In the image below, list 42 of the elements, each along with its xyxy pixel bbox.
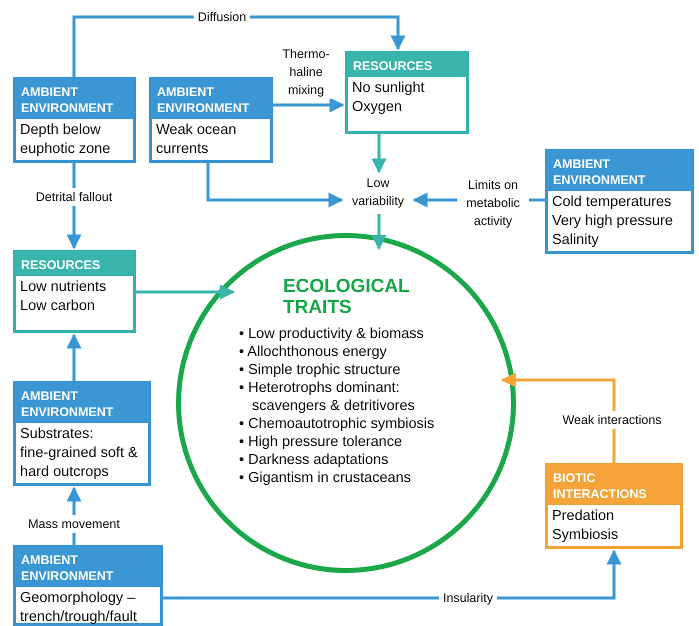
circle-title: ECOLOGICAL TRAITS <box>283 276 410 318</box>
bullet-item: • Gigantism in crustaceans <box>239 469 412 487</box>
card-heading: AMBIENT ENVIRONMENT <box>16 384 148 423</box>
card-heading: RESOURCES <box>348 54 466 77</box>
card-heading: AMBIENT ENVIRONMENT <box>152 80 270 119</box>
arrow <box>372 134 386 174</box>
bullet-item: • Chemoautotrophic symbiosis <box>239 415 436 433</box>
card-text: Substrates: fine-grained soft & hard outcrops <box>19 425 139 482</box>
node-card <box>545 463 683 549</box>
arrow <box>372 214 386 250</box>
node-card <box>345 51 469 134</box>
arrow <box>136 284 236 300</box>
card-heading: AMBIENT ENVIRONMENT <box>548 152 691 191</box>
card-heading: AMBIENT ENVIRONMENT <box>16 80 133 119</box>
node-card <box>13 250 136 333</box>
card-text: Cold temperatures Very high pressure Salinity <box>551 193 674 250</box>
bullet-item: • Low productivity & biomass <box>239 325 425 343</box>
card-text: Depth below euphotic zone <box>19 121 112 159</box>
bullet-item: • Darkness adaptations <box>239 451 390 469</box>
bullet-item: • Simple trophic structure <box>239 361 402 379</box>
node-text: Low variability <box>344 174 412 214</box>
arrow <box>273 98 344 112</box>
card-text: No sunlight Oxygen <box>351 79 426 117</box>
node-card <box>13 545 163 626</box>
arrow <box>163 550 622 600</box>
node-card <box>13 381 151 486</box>
card-text: Low nutrients Low carbon <box>19 278 108 316</box>
bullet-item: • High pressure tolerance <box>239 433 404 451</box>
bullet-item: • Heterotrophs dominant: scavengers & detritivores <box>239 379 416 415</box>
card-heading: RESOURCES <box>16 253 133 276</box>
node-card <box>13 77 136 163</box>
card-text: Weak ocean currents <box>155 121 238 159</box>
card-text: Geomorphology – trench/trough/fault <box>19 589 138 626</box>
card-heading: BIOTIC INTERACTIONS <box>548 466 680 505</box>
bullet-item: • Allochthonous energy <box>239 343 388 361</box>
node-card <box>545 149 694 254</box>
card-text: Predation Symbiosis <box>551 507 620 545</box>
arrow <box>66 334 82 381</box>
arrow <box>500 372 616 463</box>
card-heading: AMBIENT ENVIRONMENT <box>16 548 160 587</box>
node-card <box>149 77 273 163</box>
arrow <box>206 163 344 208</box>
